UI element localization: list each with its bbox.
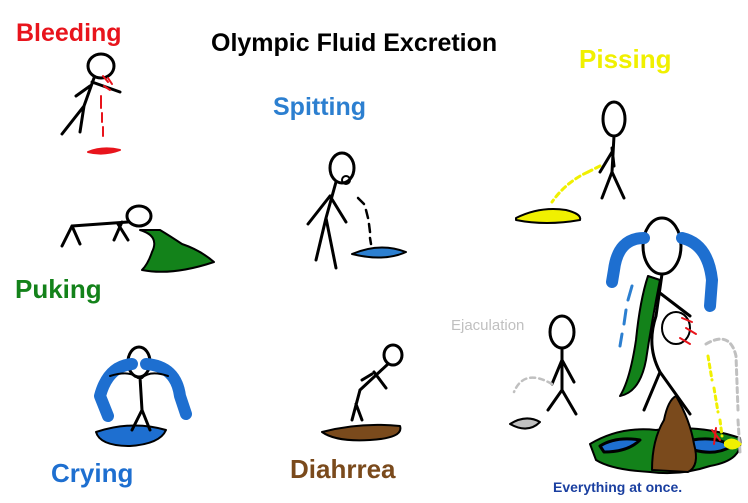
- crying-figure: [94, 345, 192, 447]
- pissing-label: Pissing: [579, 44, 672, 74]
- bleeding-figure: [60, 52, 122, 155]
- bleeding-label: Bleeding: [16, 19, 122, 47]
- puking-label: Puking: [15, 274, 102, 304]
- ejaculation-label: Ejaculation: [451, 317, 525, 334]
- page-title: Olympic Fluid Excretion: [211, 29, 498, 57]
- pissing-figure: [515, 100, 627, 224]
- spitting-figure: [306, 151, 407, 270]
- diahrrea-label: Diahrrea: [290, 454, 396, 484]
- everything-figure: [589, 216, 742, 475]
- diahrrea-figure: [321, 343, 404, 442]
- ejaculation-figure: [509, 314, 578, 430]
- everything-label: Everything at once.: [553, 479, 683, 495]
- spitting-label: Spitting: [273, 93, 367, 121]
- puking-figure: [60, 204, 215, 273]
- crying-label: Crying: [51, 458, 134, 488]
